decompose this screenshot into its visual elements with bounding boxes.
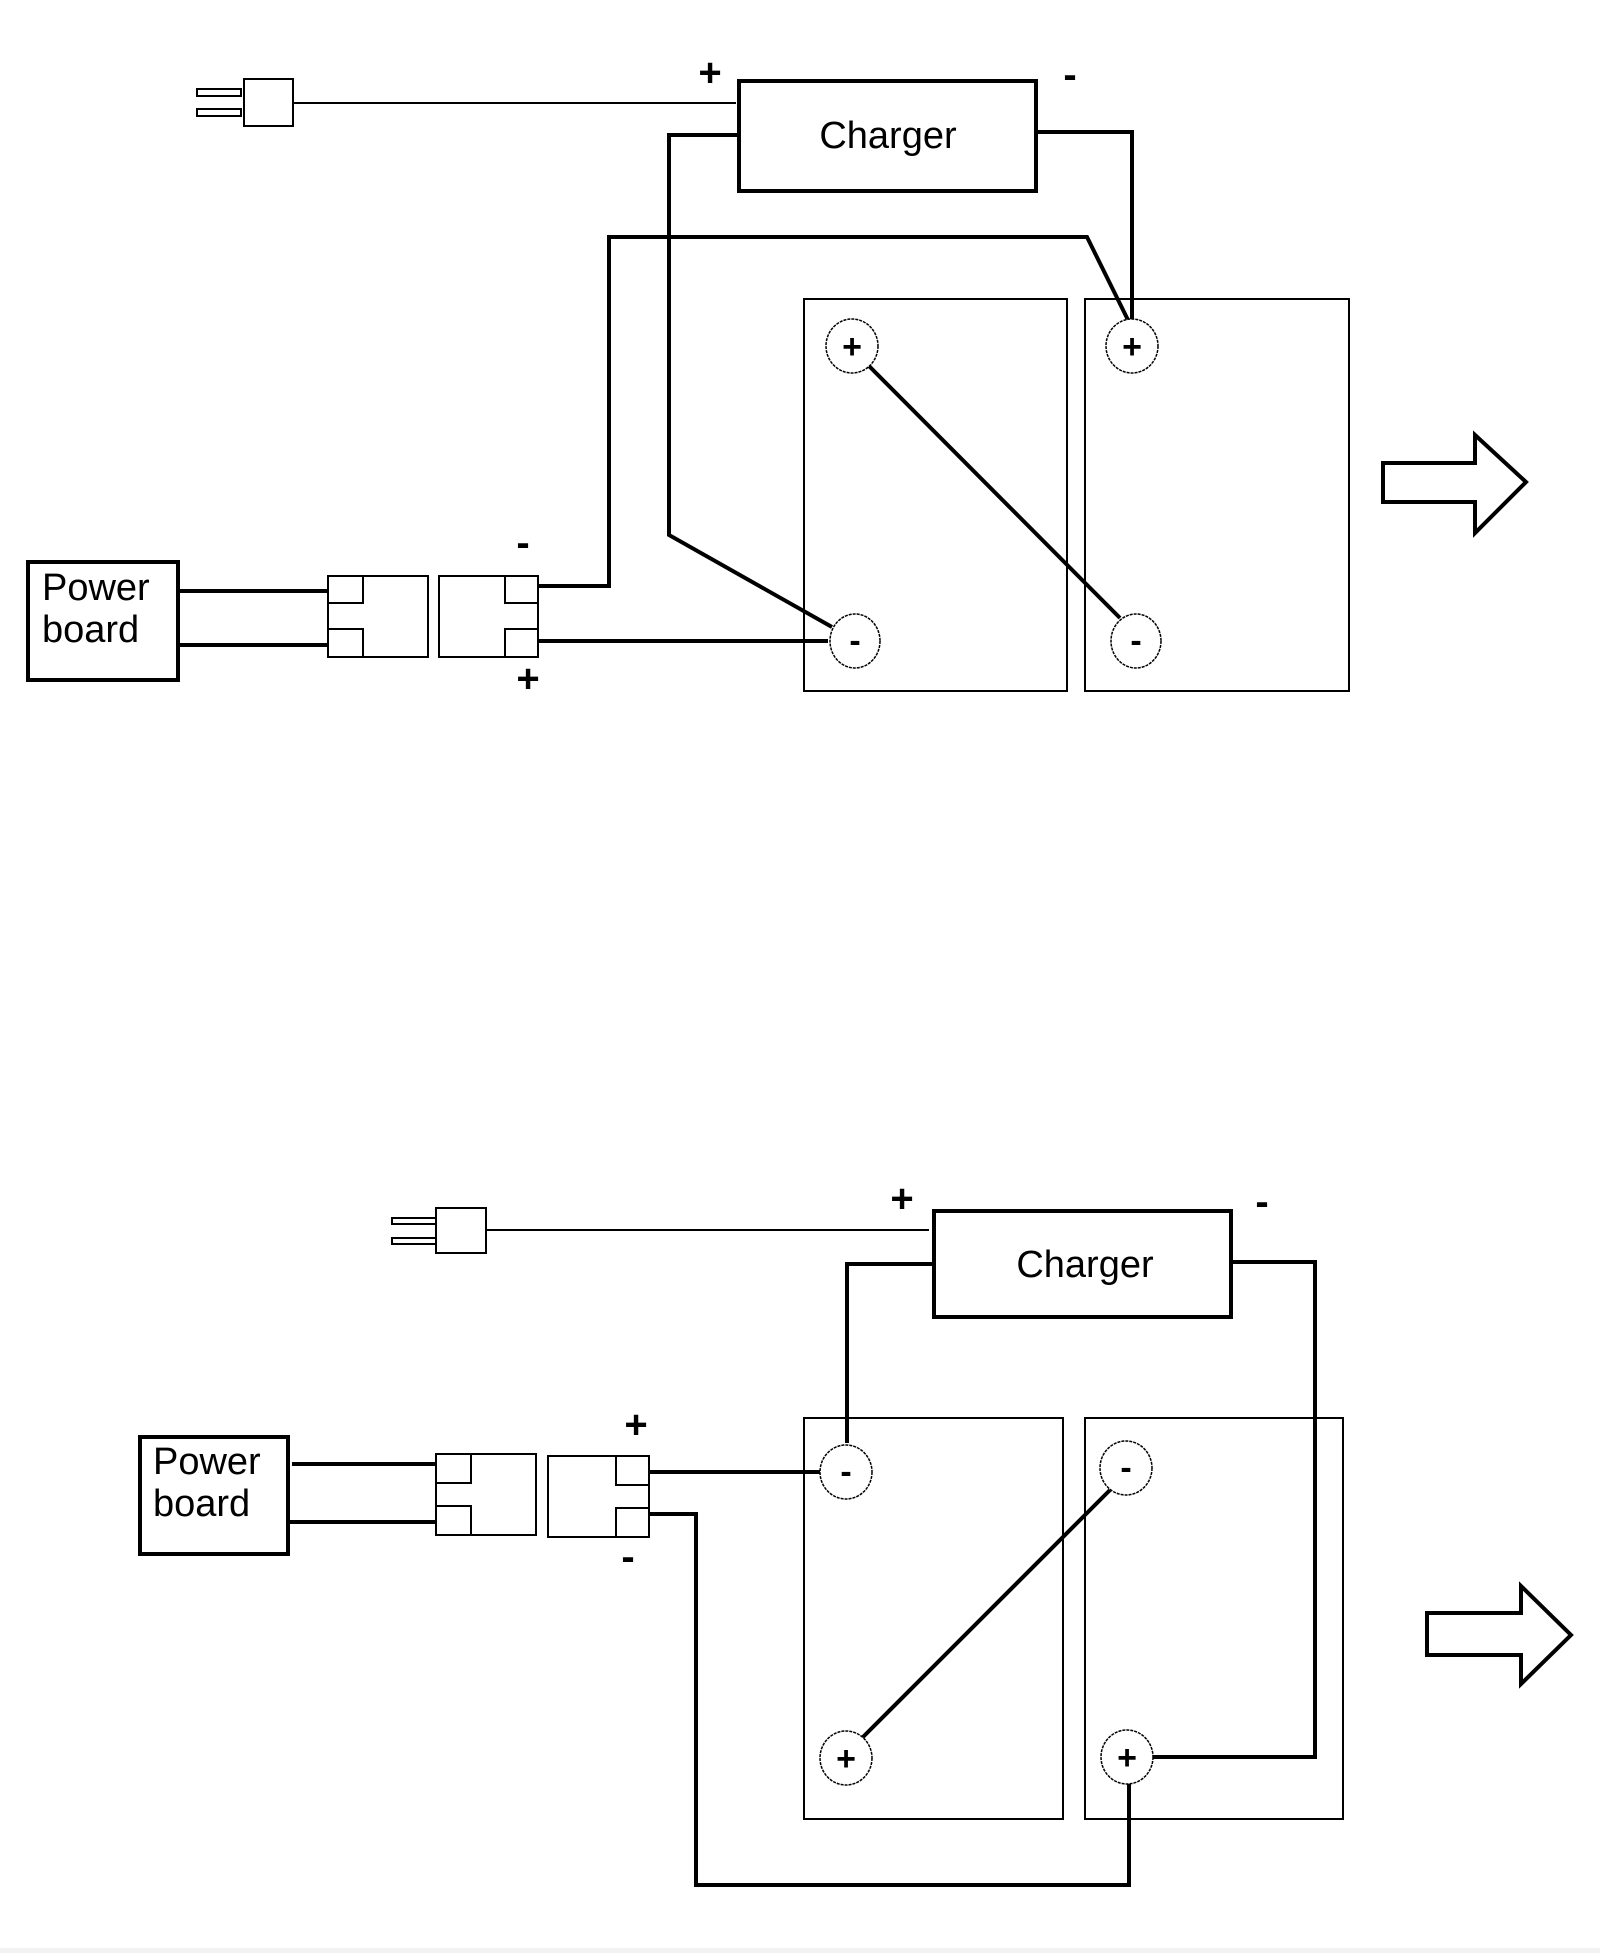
charger-label: Charger xyxy=(1016,1244,1154,1286)
power-board-label-line2: board xyxy=(42,609,139,651)
connector-female xyxy=(547,1455,650,1538)
connector-male xyxy=(435,1453,537,1536)
power-board-label-line1: Power xyxy=(42,567,150,609)
charger-minus-sign: - xyxy=(1063,53,1076,97)
battery-right-top-terminal: + xyxy=(1105,318,1159,374)
charger-label: Charger xyxy=(819,115,957,157)
diagram-bottom: Charger + - - - + + Power board xyxy=(138,1177,1574,1887)
load-negative-wire xyxy=(649,1512,1131,1887)
series-link-wire xyxy=(860,1488,1112,1740)
charger-negative-wire xyxy=(1036,130,1134,320)
svg-text:-: - xyxy=(840,1453,851,1491)
battery-right-bottom-terminal: - xyxy=(1110,613,1162,669)
power-plug-icon xyxy=(196,78,294,127)
battery-right-bottom-terminal: + xyxy=(1100,1729,1154,1785)
charger-plus-sign: + xyxy=(698,51,721,95)
charger-plus-sign: + xyxy=(890,1177,913,1221)
svg-text:+: + xyxy=(842,328,862,366)
connector-male xyxy=(327,575,429,658)
battery-right xyxy=(1084,1417,1344,1820)
charger-box xyxy=(932,1209,1233,1319)
svg-text:+: + xyxy=(1122,328,1142,366)
charger-positive-wire xyxy=(845,1262,934,1443)
battery-left-bottom-terminal: - xyxy=(829,613,881,669)
battery-left xyxy=(803,1417,1064,1820)
connector-top-sign: + xyxy=(624,1403,647,1447)
connector-bottom-sign: - xyxy=(621,1535,634,1579)
svg-text:+: + xyxy=(836,1740,856,1778)
battery-left-bottom-terminal: + xyxy=(819,1730,873,1786)
svg-text:+: + xyxy=(1117,1739,1137,1777)
load-negative-wire xyxy=(538,235,1130,588)
right-arrow-icon xyxy=(1425,1581,1574,1689)
diagram-top: Charger + - + + - - Power bo xyxy=(26,51,1529,701)
connector-bottom-sign: + xyxy=(516,657,539,701)
series-link-wire xyxy=(866,363,1122,620)
bottom-edge-strip xyxy=(0,1948,1600,1953)
charger-box xyxy=(737,79,1038,193)
battery-left-top-terminal: - xyxy=(819,1444,873,1500)
power-board-label-line2: board xyxy=(153,1483,250,1525)
battery-right xyxy=(1084,298,1350,692)
connector-top-sign: - xyxy=(516,521,529,565)
svg-text:-: - xyxy=(849,622,860,660)
right-arrow-icon xyxy=(1381,430,1529,538)
battery-left xyxy=(803,298,1068,692)
power-board-box xyxy=(138,1435,290,1556)
power-board-box xyxy=(26,560,180,682)
charger-negative-wire xyxy=(1151,1260,1317,1759)
battery-right-top-terminal: - xyxy=(1099,1440,1153,1496)
power-board-label-line1: Power xyxy=(153,1441,261,1483)
svg-text:-: - xyxy=(1120,1449,1131,1487)
svg-text:-: - xyxy=(1130,622,1141,660)
charger-positive-wire xyxy=(667,133,833,629)
connector-female xyxy=(438,575,539,658)
charger-minus-sign: - xyxy=(1255,1180,1268,1224)
power-plug-icon xyxy=(391,1207,487,1254)
battery-left-top-terminal: + xyxy=(825,318,879,374)
